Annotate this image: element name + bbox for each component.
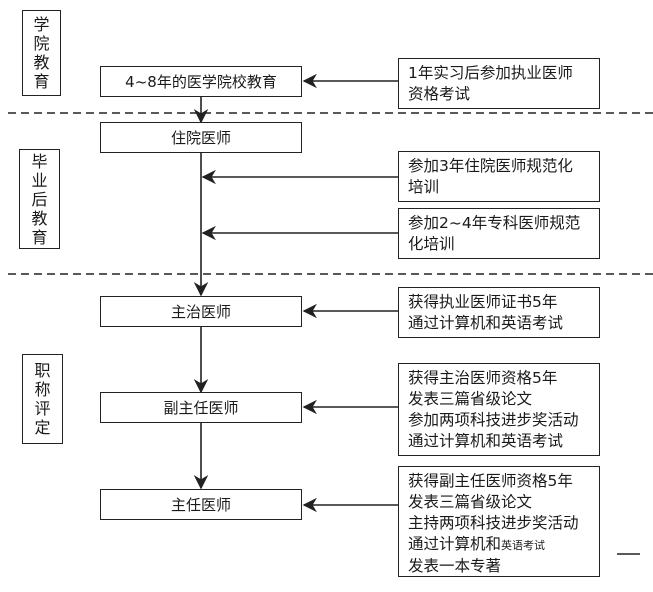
stage-medical-school: 4~8年的医学院校教育: [100, 66, 302, 97]
note-line: 参加两项科技进步奖活动: [408, 411, 579, 429]
stage-resident: 住院医师: [100, 122, 302, 153]
note-specialist-training: 参加2~4年专科医师规范 化培训: [398, 208, 600, 259]
label-char: 院: [33, 34, 50, 53]
note-line: 获得主治医师资格5年: [408, 369, 558, 387]
label-char: 职: [34, 361, 51, 380]
note-line: 参加3年住院医师规范化: [408, 157, 573, 175]
note-attending-requirements: 获得执业医师证书5年 通过计算机和英语考试: [398, 287, 600, 338]
stage-associate-chief: 副主任医师: [100, 392, 302, 423]
note-line: 发表三篇省级论文: [408, 493, 533, 511]
label-char: 教: [31, 208, 48, 228]
note-line: 1年实习后参加执业医师: [408, 64, 573, 82]
label-char: 定: [34, 418, 51, 437]
section-label-title: 职 称 评 定: [22, 354, 63, 444]
note-overlay-text: 英语考试: [501, 539, 546, 552]
note-line: 通过计算机和英语考试: [408, 534, 599, 556]
note-chief-requirements: 获得副主任医师资格5年 发表三篇省级论文 主持两项科技进步奖活动 通过计算机和英…: [398, 466, 600, 577]
label-char: 学: [33, 15, 50, 34]
note-line: 培训: [408, 178, 440, 196]
label-char: 育: [33, 72, 50, 91]
note-line: 主持两项科技进步奖活动: [408, 514, 579, 532]
note-associate-chief-requirements: 获得主治医师资格5年 发表三篇省级论文 参加两项科技进步奖活动 通过计算机和英语…: [398, 363, 600, 456]
section-label-postgrad: 毕 业 后 教 育: [19, 149, 60, 249]
note-line: 发表三篇省级论文: [408, 390, 533, 408]
note-line: 参加2~4年专科医师规范: [408, 214, 581, 232]
label-char: 毕: [31, 151, 48, 171]
label-char: 评: [34, 399, 51, 418]
note-line: 发表一本专著: [408, 557, 502, 575]
label-char: 育: [31, 227, 48, 247]
label-char: 后: [31, 189, 48, 209]
note-line: 获得执业医师证书5年: [408, 293, 558, 311]
note-resident-training: 参加3年住院医师规范化 培训: [398, 151, 600, 202]
stage-attending: 主治医师: [100, 296, 302, 327]
label-char: 称: [34, 380, 51, 399]
note-internship-exam: 1年实习后参加执业医师 资格考试: [398, 58, 600, 109]
note-line-text: 通过计算机和: [408, 535, 502, 553]
note-line: 资格考试: [408, 85, 471, 103]
label-char: 业: [31, 170, 48, 190]
label-char: 教: [33, 53, 50, 72]
note-line: 通过计算机和英语考试: [408, 432, 564, 450]
note-line: 通过计算机和英语考试: [408, 314, 564, 332]
section-label-academic: 学 院 教 育: [22, 10, 61, 96]
note-line: 化培训: [408, 235, 455, 253]
stage-chief: 主任医师: [100, 489, 302, 520]
note-line: 获得副主任医师资格5年: [408, 472, 573, 490]
